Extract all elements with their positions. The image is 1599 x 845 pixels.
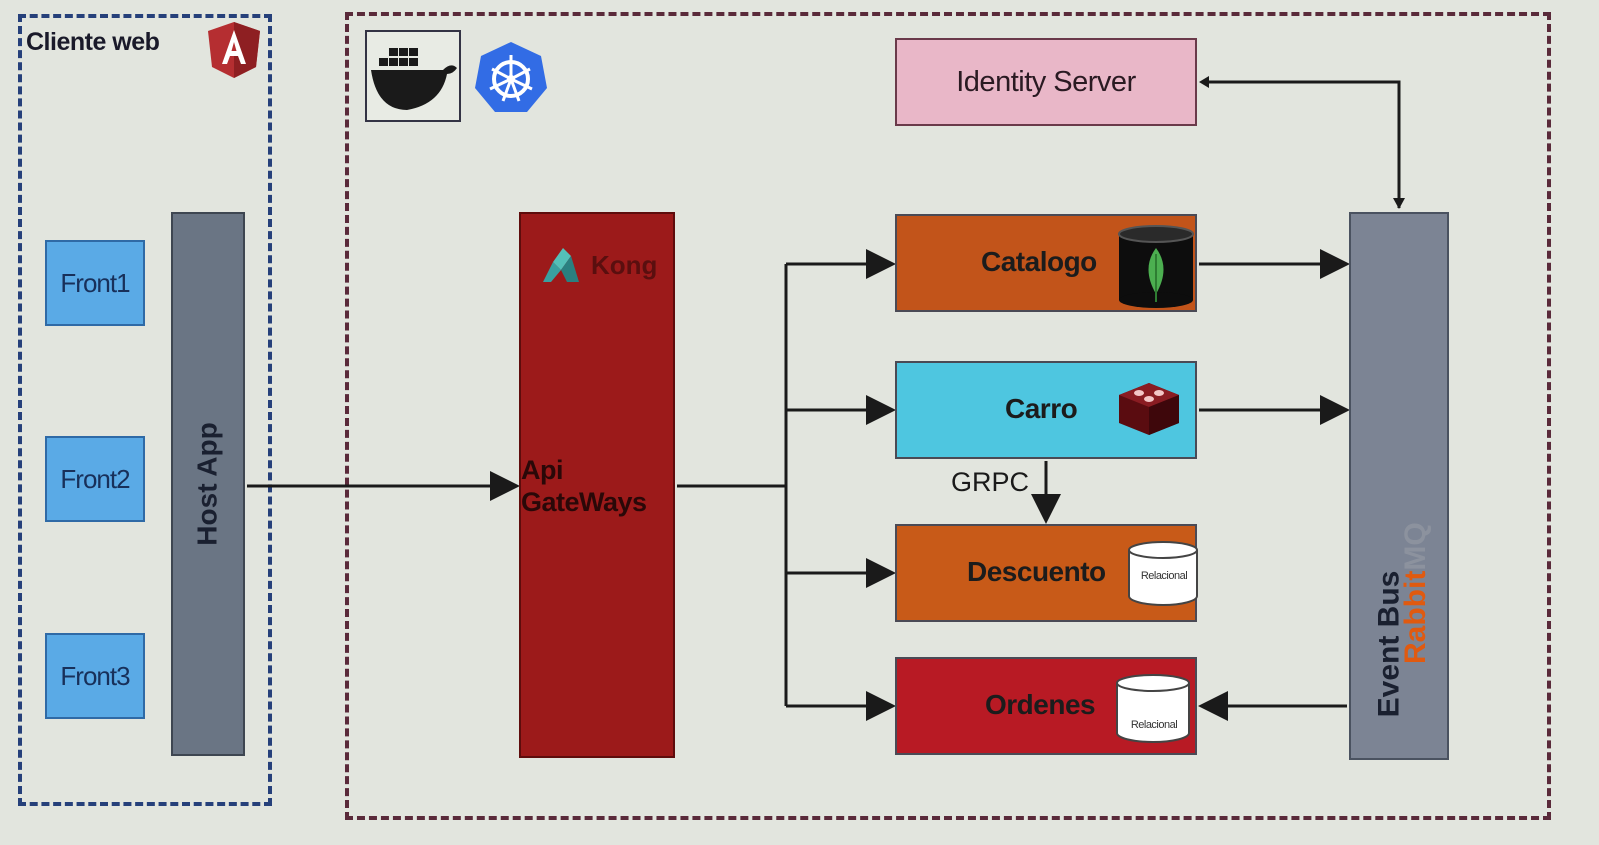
descuento-label: Descuento (967, 556, 1106, 587)
grpc-label: GRPC (951, 467, 1030, 497)
api-gateway-label-line1: Api (521, 455, 564, 485)
front1-box: Front1 (45, 240, 145, 326)
host-app-box: Host App (171, 212, 245, 756)
front1-label: Front1 (60, 267, 130, 298)
relational-db-icon (1116, 674, 1190, 743)
front2-label: Front2 (60, 463, 130, 494)
ordenes-db-label: Relacional (1130, 719, 1178, 731)
rabbitmq-label-part2: MQ (1399, 522, 1432, 571)
rabbitmq-wordmark: Rabbit MQ (1396, 522, 1436, 670)
api-gateway-box: Kong Api GateWays (519, 212, 675, 758)
descuento-db: Relacional (1127, 540, 1207, 613)
identity-server-box: Identity Server (895, 38, 1197, 126)
kong-logo-icon (543, 248, 579, 282)
redis-cache-icon (1119, 383, 1179, 435)
angular-logo-icon (208, 22, 260, 78)
kong-label: Kong (591, 250, 658, 280)
docker-logo-icon (371, 48, 457, 110)
ordenes-service-box: Ordenes Relacional (895, 657, 1197, 755)
ordenes-label: Ordenes (985, 689, 1096, 720)
relational-db-icon (1128, 541, 1198, 606)
carro-label: Carro (1005, 393, 1078, 424)
client-web-title: Cliente web (26, 28, 160, 56)
rabbitmq-label-part1: Rabbit (1399, 570, 1432, 664)
mongodb-database-icon (1118, 225, 1194, 308)
carro-service-box: Carro (895, 361, 1197, 459)
catalogo-label: Catalogo (981, 246, 1097, 277)
identity-server-label: Identity Server (956, 65, 1136, 98)
api-gateway-label-line2: GateWays (521, 487, 647, 518)
kubernetes-logo-icon (475, 42, 547, 112)
descuento-service-box: Descuento Relacional (895, 524, 1198, 622)
client-web-group (18, 14, 272, 806)
front2-box: Front2 (45, 436, 145, 522)
docker-logo-box (365, 30, 461, 122)
ordenes-db: Relacional (1115, 673, 1195, 750)
identity-bus-connector (1203, 80, 1401, 208)
rabbitmq-logo: Rabbit MQ (1386, 500, 1446, 700)
catalogo-service-box: Catalogo (895, 214, 1197, 312)
front3-box: Front3 (45, 633, 145, 719)
cluster-group (345, 12, 1551, 820)
api-gateway-label: Api GateWays (521, 454, 677, 519)
event-bus-box: Event Bus (1349, 212, 1449, 760)
front3-label: Front3 (60, 660, 130, 691)
descuento-db-label: Relacional (1140, 570, 1188, 582)
